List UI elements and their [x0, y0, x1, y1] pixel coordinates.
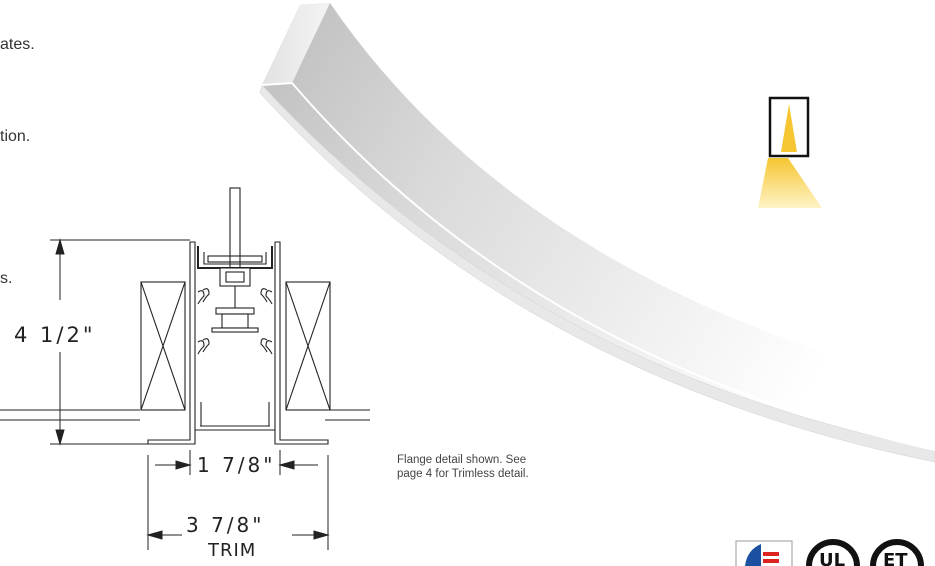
etl-certification-icon: ET — [870, 539, 924, 566]
inner-width-dimension-label: 1 7/8" — [197, 453, 275, 477]
height-dimension-label: 4 1/2" — [14, 323, 96, 347]
cropped-text-line-2: tion. — [0, 128, 31, 145]
light-distribution-icon — [758, 96, 822, 208]
dimension-lines — [50, 238, 330, 550]
energy-star-flag-icon — [735, 540, 793, 566]
flange-caption: Flange detail shown. See page 4 for Trim… — [397, 453, 597, 481]
caption-line-1: Flange detail shown. See — [397, 454, 527, 466]
caption-line-2: page 4 for Trimless detail. — [397, 468, 529, 480]
outer-width-dimension-label: 3 7/8" — [186, 513, 264, 537]
svg-text:UL: UL — [819, 550, 845, 566]
svg-text:ET: ET — [883, 550, 908, 566]
curved-fixture-illustration — [259, 3, 935, 463]
cross-section-drawing — [0, 187, 370, 445]
trim-label: TRIM — [207, 540, 256, 561]
certification-badges: UL ET — [735, 539, 924, 566]
cropped-text-line-3: s. — [0, 270, 13, 287]
ul-certification-icon: UL — [806, 539, 860, 566]
cropped-text-line-1: ates. — [0, 36, 35, 53]
